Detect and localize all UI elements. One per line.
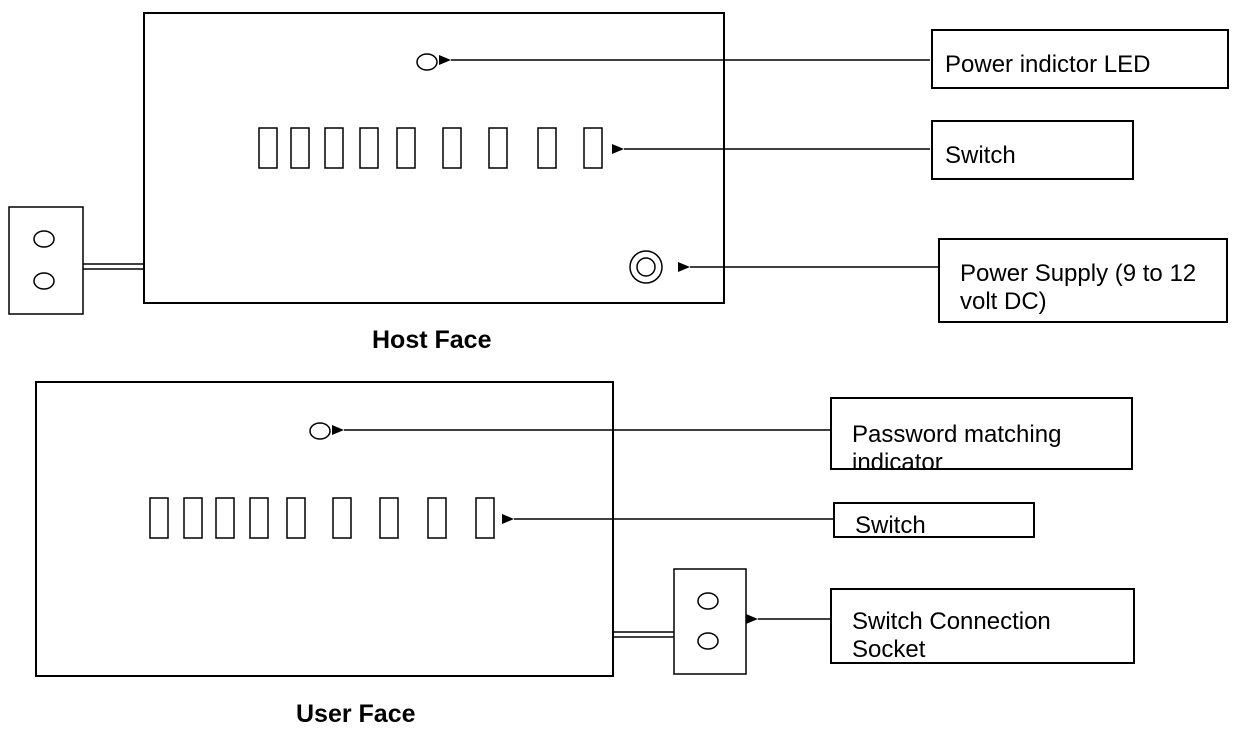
host-switch-5 bbox=[396, 127, 416, 169]
label-socket: Switch Connection Socket bbox=[830, 588, 1135, 664]
user-face-panel bbox=[35, 381, 614, 677]
host-connector bbox=[8, 206, 144, 315]
user-switch-8 bbox=[427, 497, 447, 539]
label-user-switch: Switch bbox=[833, 502, 1035, 538]
label-power-supply: Power Supply (9 to 12 volt DC) bbox=[938, 238, 1228, 323]
user-socket bbox=[613, 568, 747, 675]
host-face-panel bbox=[143, 12, 725, 304]
label-power-supply-text: Power Supply (9 to 12 volt DC) bbox=[960, 260, 1197, 315]
user-face-caption: User Face bbox=[296, 700, 416, 728]
label-socket-text: Switch Connection Socket bbox=[852, 608, 1051, 663]
host-face-group bbox=[8, 12, 938, 315]
label-password-indicator-text: Password matching indicator bbox=[852, 421, 1062, 470]
host-switch-row bbox=[258, 127, 603, 169]
host-switch-7 bbox=[488, 127, 508, 169]
label-power-led-text: Power indictor LED bbox=[945, 51, 1151, 78]
user-password-led bbox=[309, 422, 331, 440]
user-switch-1 bbox=[149, 497, 169, 539]
host-face-caption: Host Face bbox=[372, 326, 492, 354]
user-switch-2 bbox=[183, 497, 203, 539]
label-user-switch-text: Switch bbox=[855, 512, 926, 538]
host-switch-9 bbox=[583, 127, 603, 169]
user-switch-4 bbox=[249, 497, 269, 539]
label-host-switch-text: Switch bbox=[945, 142, 1016, 169]
user-switch-7 bbox=[379, 497, 399, 539]
user-switch-3 bbox=[215, 497, 235, 539]
user-switch-9 bbox=[475, 497, 495, 539]
host-switch-1 bbox=[258, 127, 278, 169]
host-arrows bbox=[439, 55, 938, 272]
user-switch-6 bbox=[332, 497, 352, 539]
label-power-led: Power indictor LED bbox=[931, 29, 1229, 89]
host-power-led bbox=[416, 53, 438, 71]
user-socket-block bbox=[673, 568, 747, 675]
label-password-indicator: Password matching indicator bbox=[830, 397, 1133, 470]
user-switch-5 bbox=[286, 497, 306, 539]
label-host-switch: Switch bbox=[931, 120, 1134, 180]
host-power-jack bbox=[629, 250, 663, 284]
host-switch-8 bbox=[537, 127, 557, 169]
host-switch-6 bbox=[442, 127, 462, 169]
user-face-group bbox=[35, 381, 833, 677]
host-switch-4 bbox=[359, 127, 379, 169]
user-switch-row bbox=[149, 497, 495, 539]
host-switch-2 bbox=[290, 127, 310, 169]
user-arrows bbox=[332, 425, 833, 624]
host-connector-block bbox=[8, 206, 84, 315]
host-switch-3 bbox=[324, 127, 344, 169]
